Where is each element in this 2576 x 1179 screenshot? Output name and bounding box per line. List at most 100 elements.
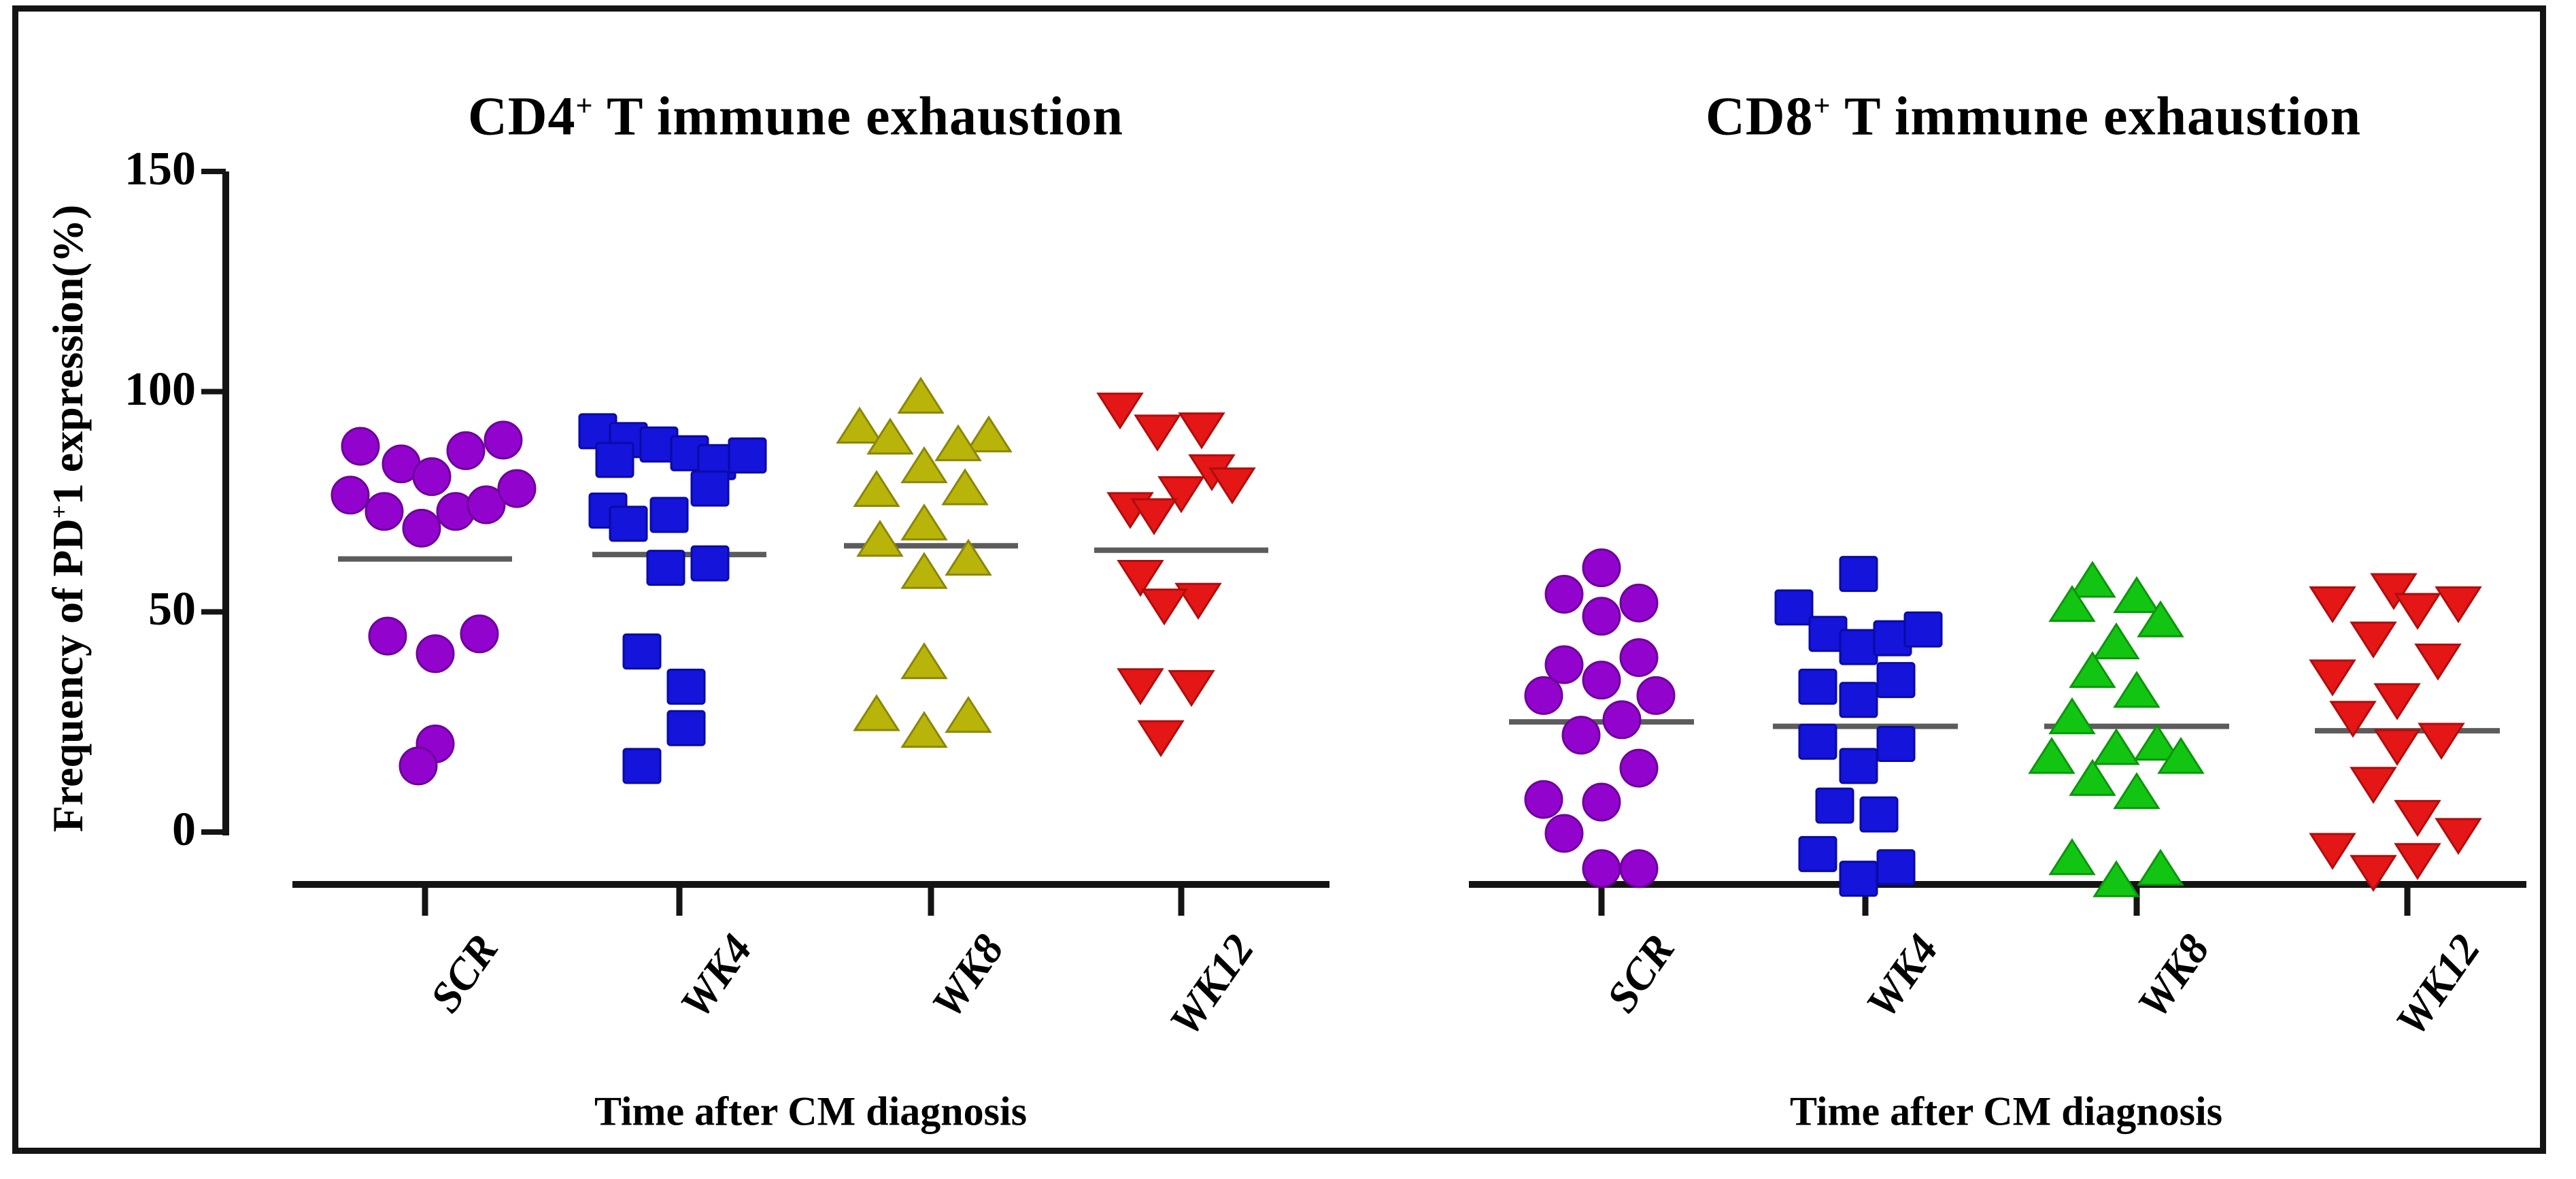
data-point-cd8-SCR bbox=[1582, 597, 1621, 636]
data-point-cd8-WK12 bbox=[2394, 799, 2441, 837]
data-point-cd4-WK8 bbox=[941, 468, 989, 505]
data-point-cd8-WK8 bbox=[2157, 737, 2205, 774]
data-point-cd8-WK4 bbox=[1798, 723, 1837, 760]
points-cd8-WK4 bbox=[1774, 556, 1943, 897]
panel-title-cd4-rest: T immune exhaustion bbox=[593, 86, 1124, 147]
data-point-cd4-WK8 bbox=[836, 406, 883, 444]
data-point-cd4-WK12 bbox=[1134, 414, 1181, 452]
data-point-cd4-WK8 bbox=[900, 552, 948, 589]
data-point-cd4-WK8 bbox=[900, 710, 948, 748]
data-point-cd8-WK4 bbox=[1859, 796, 1899, 833]
data-point-cd4-WK8 bbox=[866, 417, 914, 455]
data-point-cd4-SCR bbox=[365, 492, 404, 531]
data-point-cd4-WK4 bbox=[690, 545, 730, 582]
data-point-cd4-SCR bbox=[484, 420, 523, 460]
data-point-cd8-WK12 bbox=[2350, 854, 2397, 893]
data-point-cd4-SCR bbox=[402, 508, 441, 548]
x-axis-title-left: Time after CM diagnosis bbox=[594, 1089, 1028, 1134]
x-axis-title-right: Time after CM diagnosis bbox=[1789, 1089, 2223, 1134]
data-point-cd8-WK4 bbox=[1839, 861, 1878, 897]
data-point-cd8-WK4 bbox=[1774, 589, 1814, 626]
data-point-cd4-WK8 bbox=[900, 446, 948, 484]
data-point-cd8-WK12 bbox=[2370, 573, 2418, 610]
y-tick-label-150: 150 bbox=[124, 142, 196, 195]
data-point-cd8-WK12 bbox=[2350, 767, 2397, 804]
data-point-cd8-WK8 bbox=[2137, 600, 2184, 637]
data-point-cd8-WK12 bbox=[2309, 586, 2356, 624]
panel-title-cd8-sup: + bbox=[1813, 88, 1831, 122]
y-axis-title: Frequency of PD+1 expression(%) bbox=[43, 205, 93, 833]
data-point-cd8-SCR bbox=[1619, 849, 1659, 889]
data-point-cd8-WK4 bbox=[1839, 556, 1878, 593]
data-point-cd4-WK4 bbox=[609, 505, 648, 542]
data-point-cd8-SCR bbox=[1544, 814, 1584, 853]
figure-border bbox=[12, 5, 2546, 1154]
data-point-cd4-SCR bbox=[412, 457, 452, 497]
data-point-cd4-WK4 bbox=[728, 437, 767, 474]
data-point-cd8-WK8 bbox=[2137, 848, 2184, 886]
data-point-cd8-WK12 bbox=[2418, 723, 2465, 760]
data-point-cd8-WK8 bbox=[2069, 561, 2116, 598]
data-point-cd4-WK12 bbox=[1137, 720, 1185, 757]
data-point-cd4-WK8 bbox=[897, 376, 945, 414]
data-point-cd8-SCR bbox=[1544, 574, 1584, 614]
data-point-cd8-SCR bbox=[1582, 548, 1621, 588]
data-point-cd4-WK4 bbox=[622, 748, 662, 784]
points-cd4-WK4 bbox=[578, 413, 767, 784]
points-cd8-WK8 bbox=[2028, 561, 2205, 897]
data-point-cd8-WK8 bbox=[2113, 576, 2160, 614]
data-point-cd4-SCR bbox=[467, 485, 506, 525]
data-point-cd8-WK8 bbox=[2069, 759, 2116, 796]
y-tick-label-100: 100 bbox=[124, 363, 196, 416]
data-point-cd4-WK12 bbox=[1208, 467, 1256, 505]
data-point-cd8-WK12 bbox=[2394, 843, 2441, 880]
data-point-cd4-WK4 bbox=[595, 442, 634, 478]
data-point-cd4-WK8 bbox=[856, 520, 904, 557]
points-cd8-WK12 bbox=[2309, 573, 2482, 893]
y-tick-label-0: 0 bbox=[172, 803, 196, 856]
data-point-cd8-WK12 bbox=[2309, 833, 2356, 870]
data-point-cd8-SCR bbox=[1619, 748, 1659, 788]
data-point-cd4-SCR bbox=[416, 634, 455, 674]
y-axis-title-post: 1 expression(%) bbox=[44, 204, 92, 505]
data-point-cd4-WK8 bbox=[965, 415, 1013, 452]
data-point-cd8-WK12 bbox=[2373, 729, 2421, 766]
y-axis-title-pre: Frequency of PD bbox=[44, 518, 92, 833]
data-point-cd4-WK12 bbox=[1096, 393, 1144, 430]
data-point-cd8-WK8 bbox=[2048, 697, 2096, 735]
data-point-cd4-WK4 bbox=[646, 550, 685, 586]
data-point-cd8-WK8 bbox=[2092, 860, 2140, 897]
y-axis-title-sup: + bbox=[46, 505, 73, 519]
data-point-cd8-WK4 bbox=[1839, 629, 1878, 665]
data-point-cd4-WK8 bbox=[934, 424, 982, 461]
data-point-cd8-WK8 bbox=[2028, 737, 2075, 774]
panel-title-cd8: CD8+ T immune exhaustion bbox=[1706, 86, 2361, 148]
points-cd8-SCR bbox=[1524, 548, 1676, 889]
data-point-cd8-WK12 bbox=[2329, 701, 2377, 738]
data-point-cd4-WK12 bbox=[1140, 588, 1188, 626]
data-point-cd8-WK4 bbox=[1798, 835, 1837, 872]
y-tick-label-50: 50 bbox=[148, 583, 196, 636]
data-point-cd4-WK8 bbox=[900, 503, 948, 541]
data-point-cd4-WK8 bbox=[853, 694, 900, 731]
data-point-cd8-SCR bbox=[1561, 716, 1601, 755]
points-cd4-WK8 bbox=[836, 376, 1013, 748]
data-point-cd8-WK8 bbox=[2133, 723, 2181, 761]
panel-title-cd8-rest: T immune exhaustion bbox=[1831, 86, 2362, 147]
data-point-cd4-WK12 bbox=[1157, 476, 1205, 514]
data-point-cd8-WK12 bbox=[2309, 659, 2356, 697]
data-point-cd8-WK8 bbox=[2092, 622, 2140, 660]
data-point-cd8-WK4 bbox=[1876, 726, 1916, 763]
data-point-cd4-SCR bbox=[341, 427, 380, 466]
data-point-cd4-SCR bbox=[331, 476, 370, 515]
panel-title-cd4-sup: + bbox=[575, 88, 594, 122]
data-point-cd4-WK12 bbox=[1168, 669, 1215, 708]
data-point-cd8-SCR bbox=[1636, 676, 1676, 715]
points-cd4-SCR bbox=[331, 420, 537, 786]
data-point-cd8-SCR bbox=[1582, 782, 1621, 822]
data-point-cd4-WK8 bbox=[900, 642, 948, 680]
data-point-cd8-SCR bbox=[1524, 676, 1563, 715]
data-point-cd4-WK12 bbox=[1117, 560, 1164, 597]
data-point-cd8-SCR bbox=[1524, 780, 1563, 819]
data-point-cd4-SCR bbox=[460, 614, 499, 654]
